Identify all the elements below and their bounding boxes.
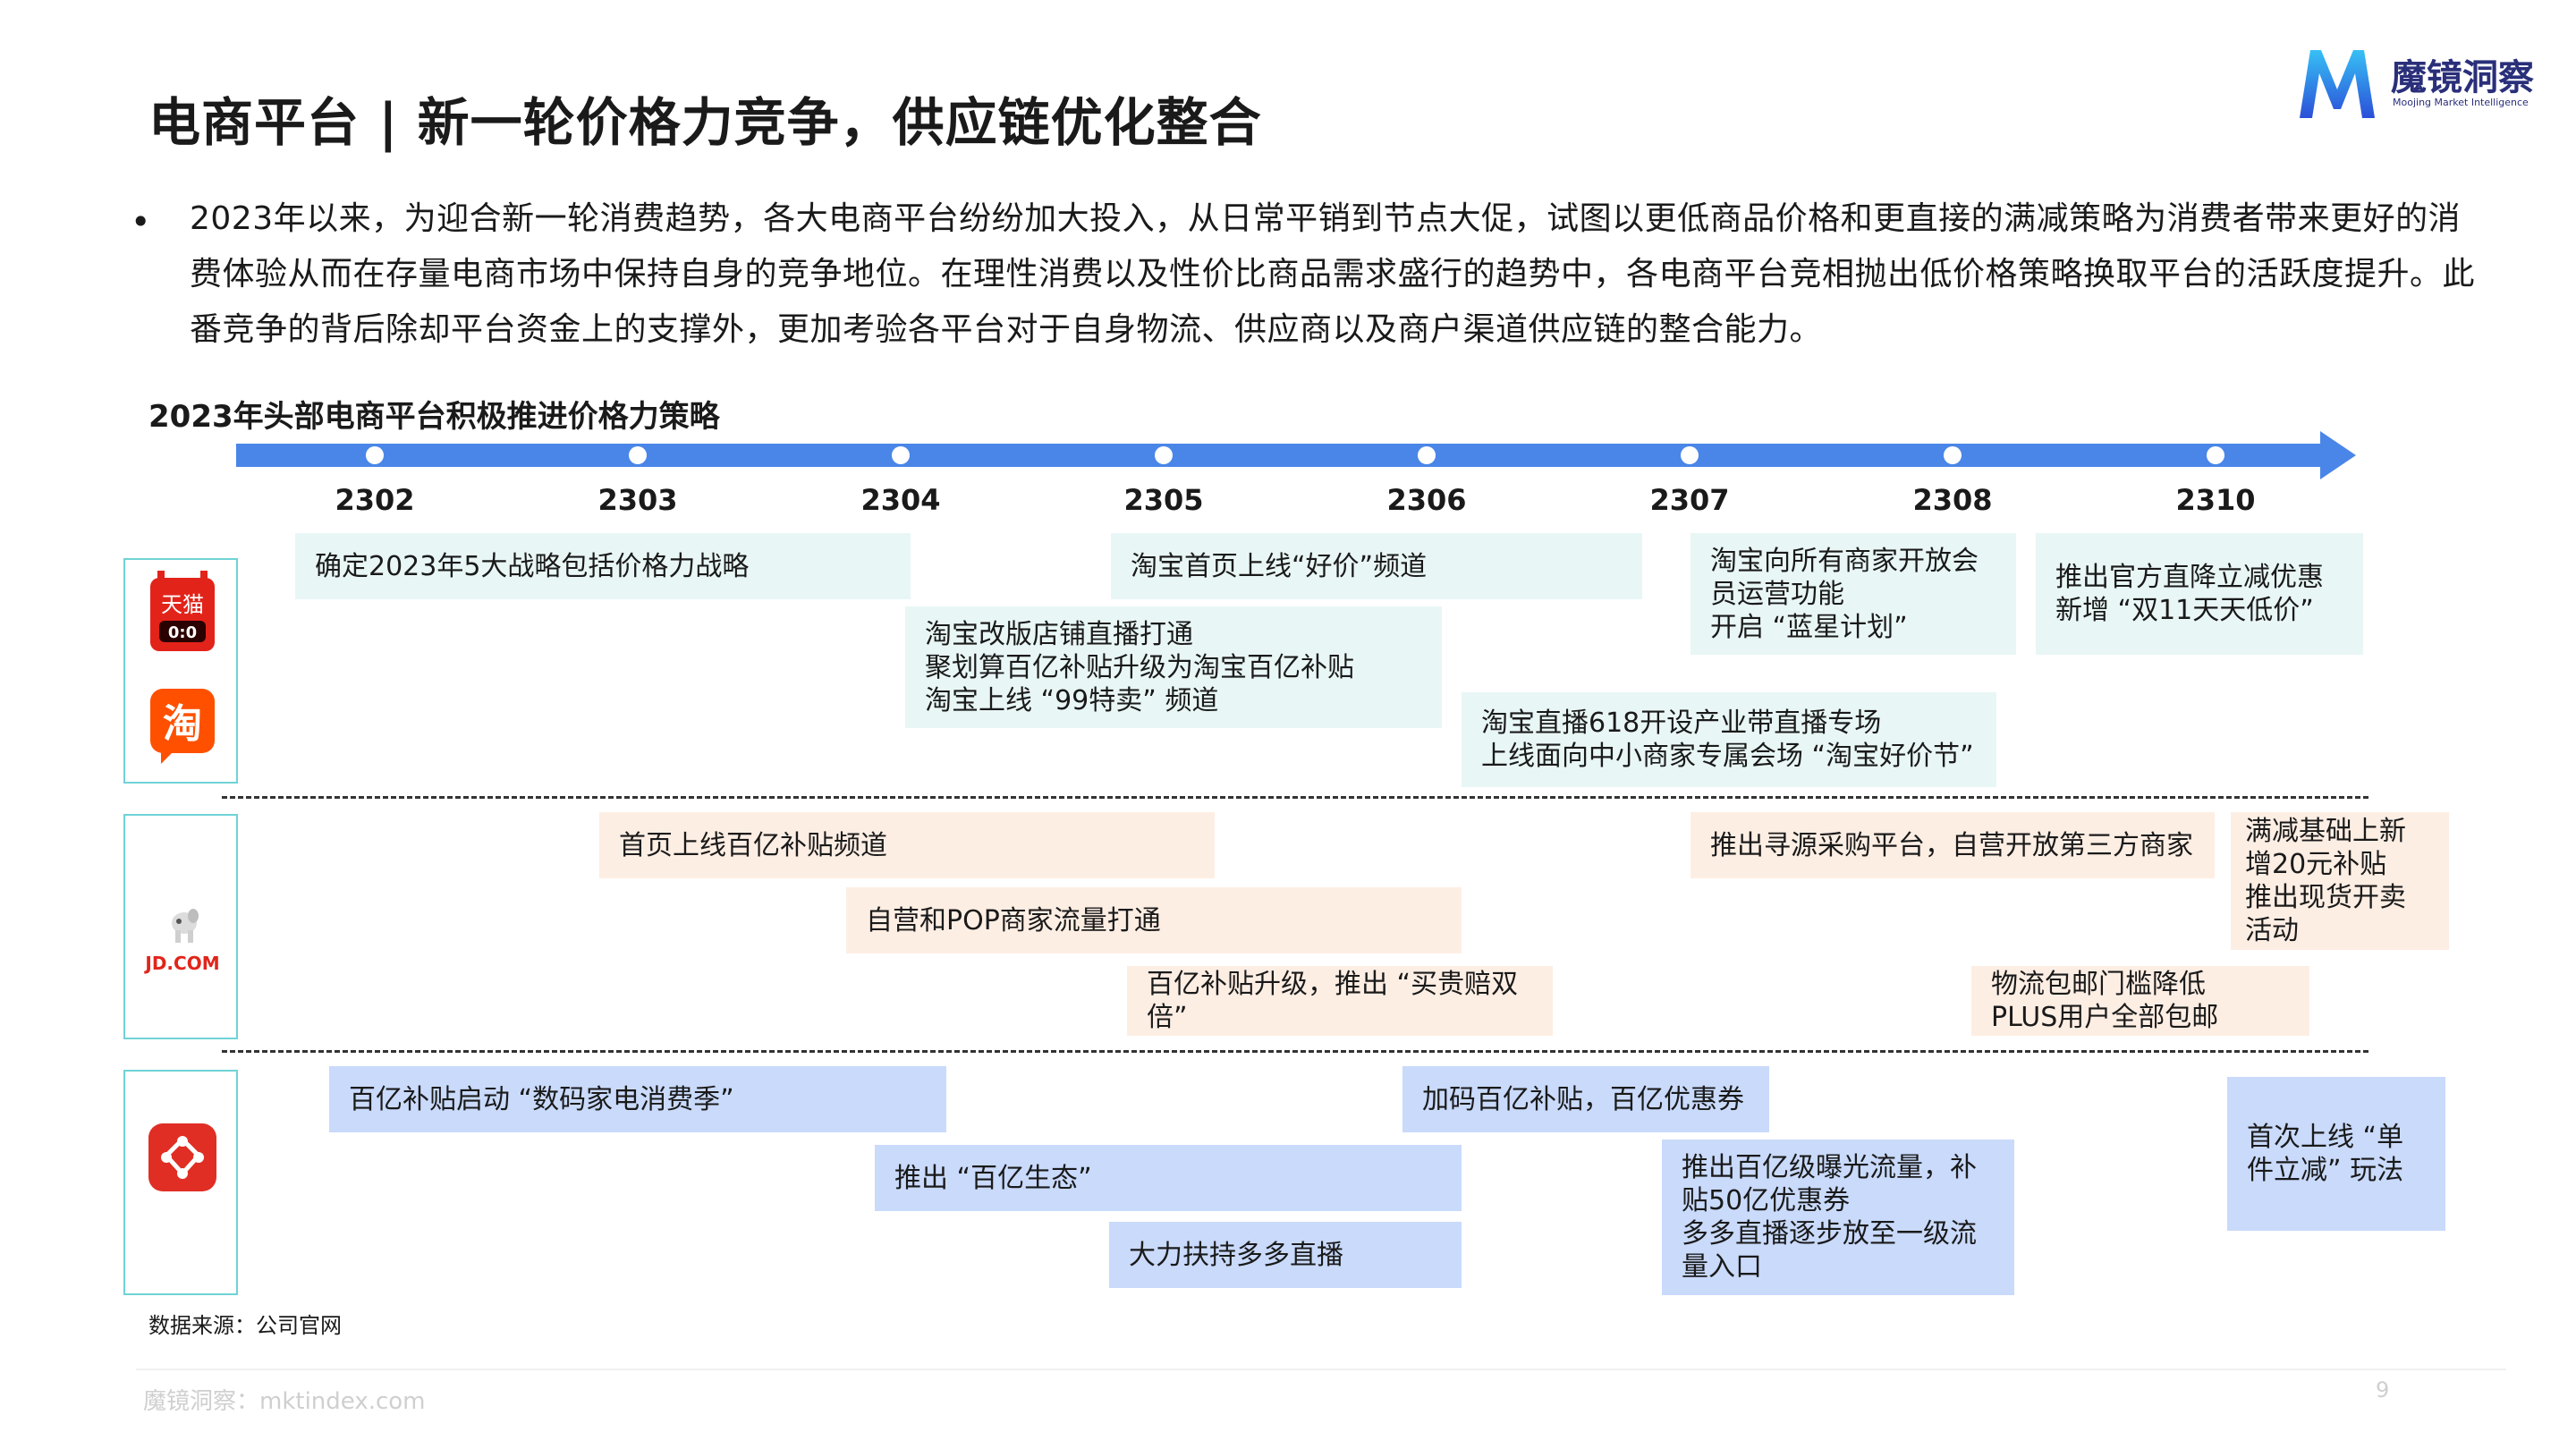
pdd-event-text: 大力扶持多多直播 — [1129, 1239, 1343, 1271]
moojing-logo-icon — [2300, 50, 2375, 118]
pinduoduo-logo-icon — [148, 1123, 216, 1191]
jd-event-text: 推出寻源采购平台，自营开放第三方商家 — [1710, 829, 2193, 861]
jd-event-box: 首页上线百亿补贴频道 — [599, 812, 1215, 878]
timeline-bar — [236, 444, 2329, 467]
logo-subtitle: Moojing Market Intelligence — [2393, 97, 2529, 108]
jd-event-box: 满减基础上新 增20元补贴 推出现货开卖 活动 — [2231, 812, 2449, 950]
timeline-dot — [1155, 446, 1173, 464]
jd-event-box: 物流包邮门槛降低 PLUS用户全部包邮 — [1971, 966, 2309, 1036]
timeline-dot — [629, 446, 647, 464]
month-label: 2308 — [1912, 483, 1993, 517]
ali-event-box: 推出官方直降立减优惠 新增 “双11天天低价” — [2036, 533, 2363, 655]
taobao-logo-text: 淘 — [163, 701, 202, 747]
pdd-logo-frame — [123, 1070, 238, 1295]
timeline-arrowhead — [2320, 431, 2356, 479]
pdd-event-text: 推出百亿级曝光流量，补 贴50亿优惠券 多多直播逐步放至一级流 量入口 — [1682, 1152, 1977, 1283]
jd-event-box: 自营和POP商家流量打通 — [846, 887, 1462, 953]
pdd-event-box: 加码百亿补贴，百亿优惠券 — [1402, 1066, 1769, 1132]
month-label: 2307 — [1649, 483, 1730, 517]
ali-event-text: 确定2023年5大战略包括价格力战略 — [315, 550, 750, 582]
ali-logo-frame: 天猫 0:0 淘 — [123, 558, 238, 784]
brand-logo: 魔镜洞察 Moojing Market Intelligence — [2294, 43, 2546, 123]
jd-event-box: 百亿补贴升级，推出 “买贵赔双 倍” — [1127, 966, 1553, 1036]
pdd-event-text: 推出 “百亿生态” — [894, 1162, 1092, 1194]
month-label: 2306 — [1386, 483, 1467, 517]
timeline-dot — [1944, 446, 1962, 464]
month-label: 2303 — [597, 483, 678, 517]
footer-text: 魔镜洞察：mktindex.com — [143, 1388, 426, 1415]
jd-event-text: 首页上线百亿补贴频道 — [619, 829, 887, 861]
month-label: 2310 — [2175, 483, 2256, 517]
month-label: 2302 — [335, 483, 415, 517]
jd-event-text: 百亿补贴升级，推出 “买贵赔双 倍” — [1147, 969, 1519, 1033]
logo-name: 魔镜洞察 — [2391, 57, 2534, 98]
taobao-logo-icon: 淘 — [150, 689, 215, 764]
jd-logo-icon: JD.COM — [143, 909, 220, 974]
pdd-event-box: 首次上线 “单 件立减” 玩法 — [2227, 1077, 2445, 1231]
month-label: 2305 — [1123, 483, 1204, 517]
jd-logo-text: JD.COM — [143, 953, 219, 974]
pdd-event-box: 大力扶持多多直播 — [1109, 1222, 1462, 1288]
jd-event-text: 自营和POP商家流量打通 — [866, 904, 1161, 936]
tmall-logo-text: 天猫 — [161, 592, 204, 617]
ali-event-text: 推出官方直降立减优惠 新增 “双11天天低价” — [2055, 562, 2324, 626]
ali-event-box: 确定2023年5大战略包括价格力战略 — [295, 533, 911, 599]
ali-event-text: 淘宝首页上线“好价”频道 — [1131, 550, 1428, 582]
ali-event-text: 淘宝直播618开设产业带直播专场 上线面向中小商家专属会场 “淘宝好价节” — [1481, 708, 1974, 772]
footer-divider — [136, 1368, 2506, 1370]
ali-event-text: 淘宝向所有商家开放会 员运营功能 开启 “蓝星计划” — [1710, 545, 1979, 643]
tmall-logo-icon: 天猫 0:0 — [150, 571, 215, 651]
jd-event-text: 满减基础上新 增20元补贴 推出现货开卖 活动 — [2245, 816, 2406, 946]
page-number: 9 — [2376, 1377, 2390, 1402]
ali-event-box: 淘宝首页上线“好价”频道 — [1111, 533, 1642, 599]
group-divider — [222, 1050, 2368, 1053]
month-label: 2304 — [860, 483, 941, 517]
pdd-event-text: 加码百亿补贴，百亿优惠券 — [1422, 1083, 1744, 1115]
group-divider — [222, 796, 2368, 799]
pdd-event-box: 百亿补贴启动 “数码家电消费季” — [329, 1066, 946, 1132]
ali-event-box: 淘宝改版店铺直播打通 聚划算百亿补贴升级为淘宝百亿补贴 淘宝上线 “99特卖” … — [905, 606, 1442, 728]
chart-title: 2023年头部电商平台积极推进价格力策略 — [148, 399, 720, 435]
timeline-dot — [1418, 446, 1436, 464]
jd-event-text: 物流包邮门槛降低 PLUS用户全部包邮 — [1991, 969, 2219, 1033]
ali-event-box: 淘宝向所有商家开放会 员运营功能 开启 “蓝星计划” — [1690, 533, 2016, 655]
timeline-dot — [892, 446, 910, 464]
jd-logo-frame: JD.COM — [123, 814, 238, 1039]
ali-event-box: 淘宝直播618开设产业带直播专场 上线面向中小商家专属会场 “淘宝好价节” — [1462, 692, 1996, 787]
tmall-logo-face: 0:0 — [168, 623, 197, 642]
bullet-marker: • — [131, 202, 151, 242]
pdd-event-text: 首次上线 “单 件立减” 玩法 — [2247, 1122, 2404, 1186]
timeline-dot — [1681, 446, 1699, 464]
data-source-note: 数据来源：公司官网 — [148, 1313, 342, 1338]
pdd-event-box: 推出 “百亿生态” — [875, 1145, 1462, 1211]
timeline-dot — [2207, 446, 2224, 464]
page-title: 电商平台 | 新一轮价格力竞争，供应链优化整合 — [148, 92, 1262, 153]
ali-event-text: 淘宝改版店铺直播打通 聚划算百亿补贴升级为淘宝百亿补贴 淘宝上线 “99特卖” … — [925, 618, 1354, 716]
jd-event-box: 推出寻源采购平台，自营开放第三方商家 — [1690, 812, 2215, 878]
pdd-event-text: 百亿补贴启动 “数码家电消费季” — [349, 1083, 734, 1115]
timeline-arrow — [236, 431, 2356, 479]
intro-paragraph: 2023年以来，为迎合新一轮消费趋势，各大电商平台纷纷加大投入，从日常平销到节点… — [190, 200, 2476, 348]
timeline-dot — [366, 446, 384, 464]
pdd-event-box: 推出百亿级曝光流量，补 贴50亿优惠券 多多直播逐步放至一级流 量入口 — [1662, 1140, 2014, 1295]
